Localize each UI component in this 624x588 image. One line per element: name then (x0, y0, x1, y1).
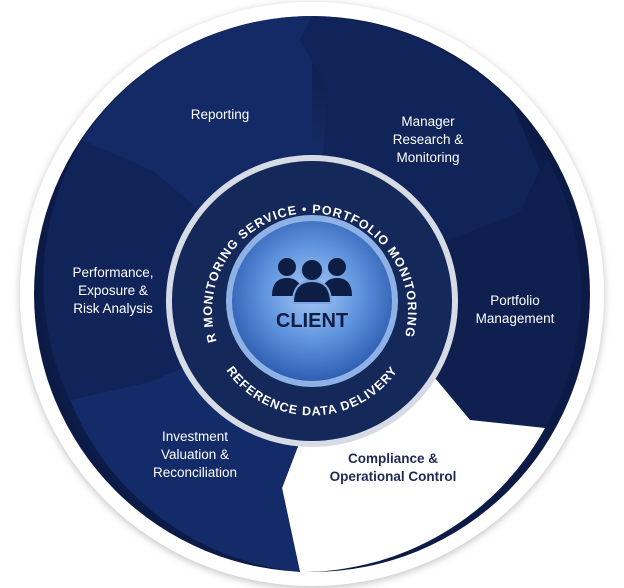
people-group-icon (272, 258, 352, 304)
segment-performance[interactable] (43, 140, 210, 400)
manager-research-label: Manager Research & Monitoring (392, 114, 464, 165)
investment-valuation-label: Investment Valuation & Reconciliation (152, 429, 238, 480)
reporting-label: Reporting (190, 107, 250, 122)
performance-label: Performance, Exposure & Risk Analysis (72, 265, 154, 316)
portfolio-management-label: Portfolio Management (475, 293, 555, 326)
ring-separator: • (302, 202, 312, 216)
compliance-label: Compliance & Operational Control (329, 451, 457, 484)
client-label: CLIENT (275, 310, 349, 332)
